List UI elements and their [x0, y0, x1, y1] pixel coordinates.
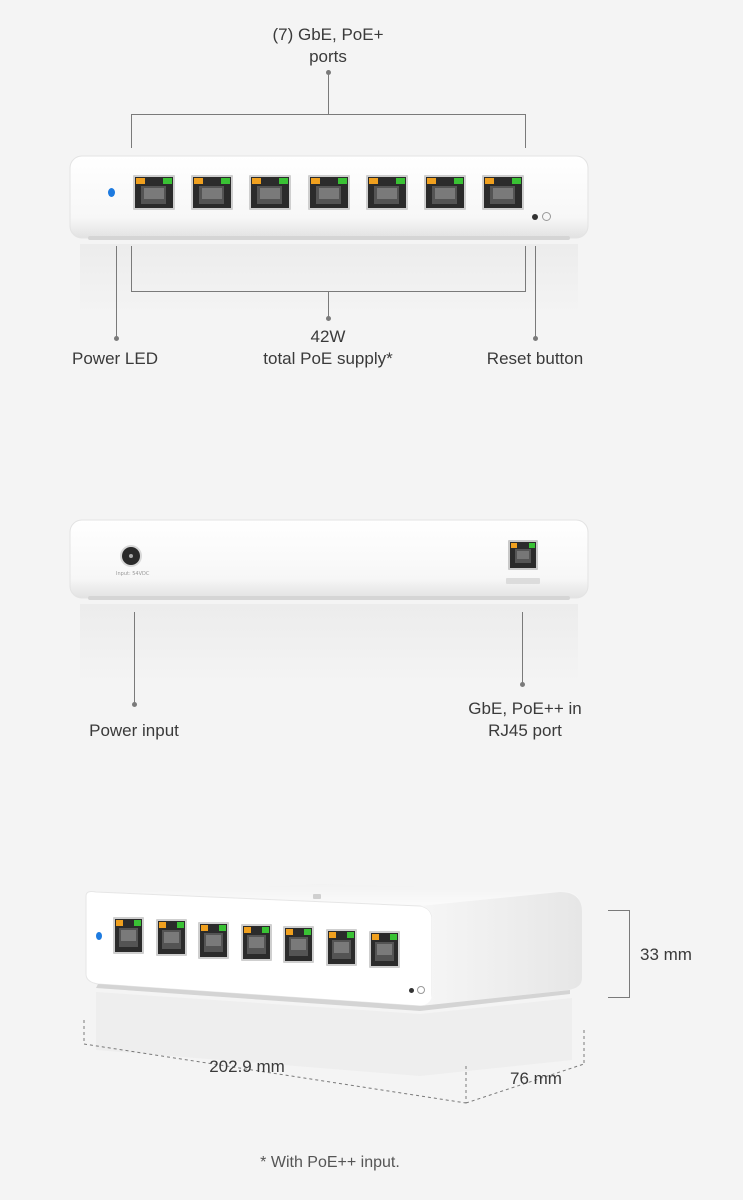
perspective-device [0, 880, 743, 1110]
power-input-leader-dot [132, 702, 137, 707]
power-led-label: Power LED [72, 349, 158, 368]
ports-bracket-top [131, 114, 526, 115]
uplink-port [508, 540, 538, 570]
front-port-2 [191, 175, 234, 210]
poe-bracket-dot [326, 316, 331, 321]
power-input-leader [134, 612, 135, 704]
height-bracket-top [608, 910, 630, 911]
height-label: 33 mm [640, 945, 692, 964]
perspective-led-icon [96, 932, 102, 940]
reset-symbol-icon [542, 212, 551, 221]
perspective-port-4 [240, 923, 272, 961]
ports-label-line1: (7) GbE, PoE+ [272, 25, 384, 44]
ports-label: (7) GbE, PoE+ ports [238, 24, 418, 68]
ports-label-line2: ports [309, 47, 347, 66]
front-port-7 [482, 175, 525, 210]
front-port-6 [424, 175, 466, 210]
perspective-port-3 [198, 921, 230, 959]
poe-bracket-right [525, 246, 526, 292]
ports-bracket-right [525, 114, 526, 148]
perspective-port-1 [113, 917, 144, 954]
front-port-1 [133, 175, 175, 210]
poe-supply-label: 42W total PoE supply* [238, 326, 418, 370]
poe-supply-line2: total PoE supply* [263, 349, 393, 368]
reset-leader [535, 246, 536, 338]
perspective-port-6 [326, 928, 357, 966]
poe-bracket-left [131, 246, 132, 292]
uplink-port-tag [506, 578, 540, 584]
power-led-leader [116, 246, 117, 338]
power-input-text: Input: 54VDC [116, 571, 150, 577]
front-port-3 [249, 175, 292, 210]
power-jack-pin-icon [129, 554, 133, 558]
ports-bracket-left [131, 114, 132, 148]
perspective-port-2 [155, 919, 187, 957]
front-port-5 [365, 175, 408, 210]
power-input-label: Power input [89, 721, 179, 740]
reset-pinhole-icon [532, 214, 538, 220]
perspective-port-5 [283, 926, 315, 964]
reset-label: Reset button [486, 349, 584, 368]
front-device [69, 155, 589, 314]
depth-label: 76 mm [510, 1069, 562, 1088]
perspective-port-7 [368, 930, 400, 968]
uplink-label-line2: RJ45 port [488, 721, 562, 740]
poe-supply-line1: 42W [310, 327, 346, 346]
perspective-reset-symbol-icon [417, 986, 425, 994]
power-led-icon [108, 188, 115, 197]
uplink-label: GbE, PoE++ in RJ45 port [440, 698, 610, 742]
ports-bracket-stem [328, 72, 329, 114]
height-bracket-bottom [608, 997, 630, 998]
back-device-svg [69, 519, 589, 684]
uplink-label-line1: GbE, PoE++ in [468, 699, 582, 718]
uplink-leader-dot [520, 682, 525, 687]
uplink-leader [522, 612, 523, 684]
uplink-port-svg [508, 540, 538, 570]
poe-bracket-stem [328, 291, 329, 317]
power-led-leader-dot [114, 336, 119, 341]
footnote: * With PoE++ input. [260, 1154, 400, 1171]
height-bracket-vertical [629, 910, 630, 998]
ports-bracket-dot [326, 70, 331, 75]
perspective-reset-pinhole-icon [409, 988, 414, 993]
back-device: Input: 54VDC [69, 519, 589, 684]
front-port-4 [307, 175, 350, 210]
width-label: 202.9 mm [209, 1057, 285, 1076]
reset-leader-dot [533, 336, 538, 341]
